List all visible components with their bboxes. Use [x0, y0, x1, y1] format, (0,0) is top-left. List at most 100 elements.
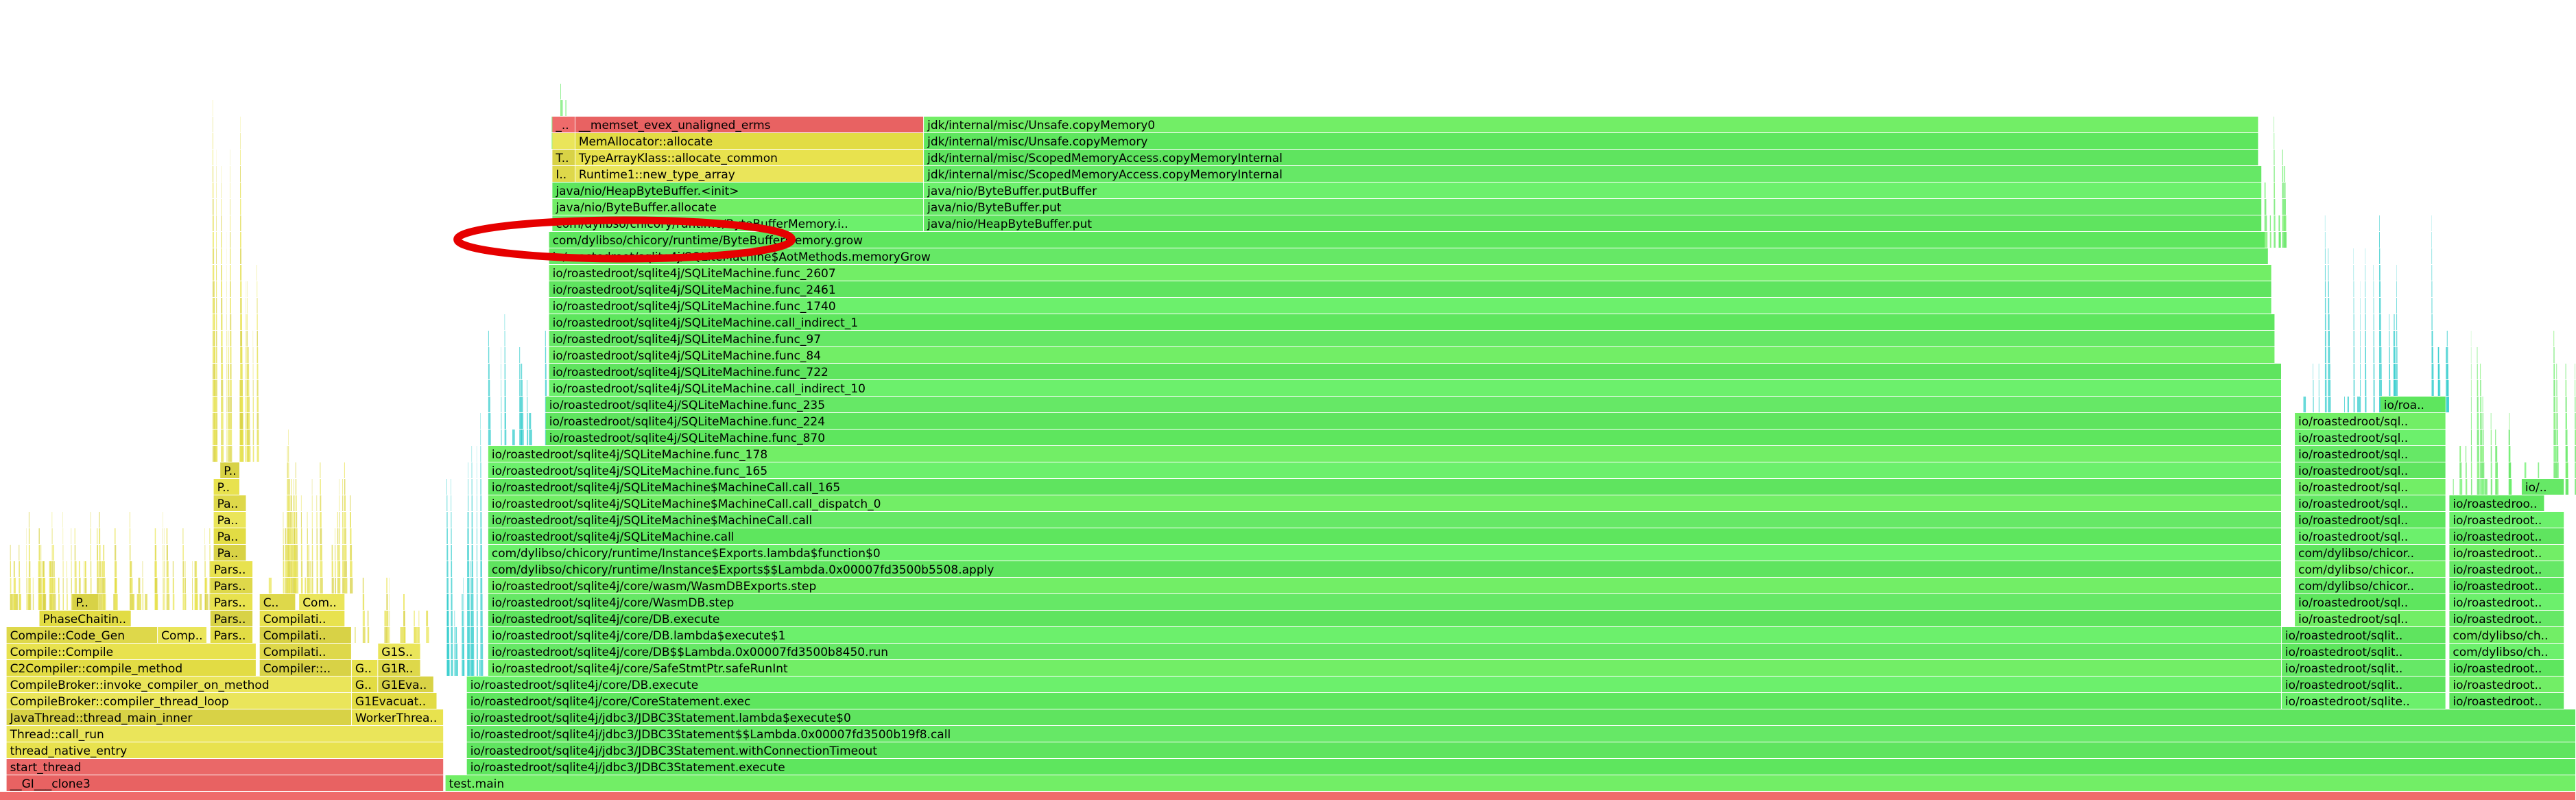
small-frame[interactable] [565, 100, 567, 116]
small-frame[interactable] [307, 528, 308, 544]
small-frame[interactable] [257, 281, 258, 297]
small-frame[interactable] [471, 479, 473, 495]
small-frame[interactable] [468, 578, 470, 593]
small-frame[interactable] [248, 413, 250, 429]
small-frame[interactable] [320, 512, 322, 528]
frame-rect[interactable] [549, 347, 2275, 363]
small-frame[interactable] [2509, 446, 2511, 462]
small-frame[interactable] [154, 561, 156, 577]
frame-rect[interactable] [378, 660, 420, 676]
frame-mem_allocator[interactable]: MemAllocator::allocate [575, 133, 924, 149]
small-frame[interactable] [2470, 430, 2472, 445]
small-frame[interactable] [252, 347, 254, 363]
small-frame[interactable] [2553, 413, 2556, 429]
small-frame[interactable] [257, 430, 259, 445]
small-frame[interactable] [295, 495, 297, 511]
small-frame[interactable] [287, 479, 289, 495]
small-frame[interactable] [342, 578, 345, 593]
small-frame[interactable] [130, 578, 133, 593]
small-frame[interactable] [400, 627, 404, 643]
frame-dylibso_chicor_b10[interactable]: com/dylibso/chicor.. [2295, 545, 2446, 561]
small-frame[interactable] [240, 413, 243, 429]
frame-rect[interactable] [6, 775, 444, 791]
small-frame[interactable] [462, 611, 464, 626]
frame-com_dots[interactable]: Com.. [299, 594, 345, 610]
frame-worker_thread[interactable]: WorkerThrea.. [351, 709, 444, 725]
frame-copy_memory_internal_2[interactable]: jdk/internal/misc/ScopedMemoryAccess.cop… [924, 150, 2258, 165]
small-frame[interactable] [172, 594, 175, 610]
small-frame[interactable] [2553, 380, 2555, 396]
frame-rect[interactable] [210, 627, 253, 643]
frame-rect[interactable] [6, 660, 256, 676]
small-frame[interactable] [521, 380, 523, 396]
small-frame[interactable] [471, 594, 474, 610]
small-frame[interactable] [288, 528, 290, 544]
small-frame[interactable] [2553, 364, 2555, 379]
small-frame[interactable] [58, 594, 60, 610]
small-frame[interactable] [291, 578, 294, 593]
small-frame[interactable] [212, 281, 215, 297]
small-frame[interactable] [216, 430, 218, 445]
frame-io_c14[interactable]: io/.. [2521, 479, 2564, 495]
small-frame[interactable] [416, 627, 420, 643]
small-frame[interactable] [240, 199, 241, 215]
small-frame[interactable] [76, 578, 77, 593]
frame-r_sqlite_c1[interactable]: io/roastedroot.. [2449, 693, 2564, 709]
small-frame[interactable] [501, 430, 502, 445]
small-frame[interactable] [289, 479, 290, 495]
small-frame[interactable] [62, 578, 64, 593]
small-frame[interactable] [342, 495, 344, 511]
small-frame[interactable] [488, 397, 490, 412]
small-frame[interactable] [291, 512, 293, 528]
small-frame[interactable] [403, 627, 406, 643]
small-frame[interactable] [228, 380, 230, 396]
small-frame[interactable] [182, 578, 184, 593]
small-frame[interactable] [192, 578, 193, 593]
frame-db_execute_outer[interactable]: io/roastedroot/sqlite4j/core/DB.execute [466, 677, 2281, 692]
small-frame[interactable] [350, 528, 352, 544]
frame-func_1740[interactable]: io/roastedroot/sqlite4j/SQLiteMachine.fu… [549, 298, 2271, 314]
small-frame[interactable] [470, 578, 472, 593]
small-frame[interactable] [62, 594, 64, 610]
frame-rect[interactable] [6, 709, 351, 725]
small-frame[interactable] [447, 660, 450, 676]
frame-r_c3[interactable]: io/roastedroot.. [2449, 660, 2564, 676]
small-frame[interactable] [2477, 347, 2478, 363]
small-frame[interactable] [285, 545, 287, 561]
small-frame[interactable] [71, 545, 72, 561]
small-frame[interactable] [221, 331, 223, 346]
small-frame[interactable] [2477, 430, 2479, 445]
small-frame[interactable] [195, 578, 198, 593]
frame-rect[interactable] [2295, 561, 2446, 577]
frame-rect[interactable] [220, 462, 239, 478]
frame-rect[interactable] [351, 693, 437, 709]
small-frame[interactable] [2565, 446, 2568, 462]
small-frame[interactable] [350, 545, 353, 561]
small-frame[interactable] [246, 364, 248, 379]
small-frame[interactable] [403, 611, 405, 626]
small-frame[interactable] [221, 364, 224, 379]
frame-exports_lambda_apply[interactable]: com/dylibso/chicory/runtime/Instance$Exp… [488, 561, 2282, 577]
small-frame[interactable] [309, 578, 310, 593]
small-frame[interactable] [519, 430, 522, 445]
small-frame[interactable] [216, 397, 217, 412]
small-frame[interactable] [2324, 364, 2327, 379]
small-frame[interactable] [2282, 150, 2283, 165]
small-frame[interactable] [38, 561, 41, 577]
small-frame[interactable] [283, 528, 284, 544]
small-frame[interactable] [451, 594, 453, 610]
frame-rect[interactable] [6, 677, 351, 692]
frame-rect[interactable] [466, 726, 2576, 742]
small-frame[interactable] [2477, 397, 2479, 412]
small-frame[interactable] [26, 594, 27, 610]
small-frame[interactable] [337, 561, 339, 577]
small-frame[interactable] [164, 578, 165, 593]
small-frame[interactable] [418, 611, 420, 626]
small-frame[interactable] [2565, 413, 2567, 429]
small-frame[interactable] [350, 561, 353, 577]
small-frame[interactable] [2365, 331, 2366, 346]
small-frame[interactable] [74, 578, 77, 593]
small-frame[interactable] [2264, 215, 2267, 231]
small-frame[interactable] [386, 611, 389, 626]
frame-g1s[interactable]: G1S.. [378, 644, 420, 659]
